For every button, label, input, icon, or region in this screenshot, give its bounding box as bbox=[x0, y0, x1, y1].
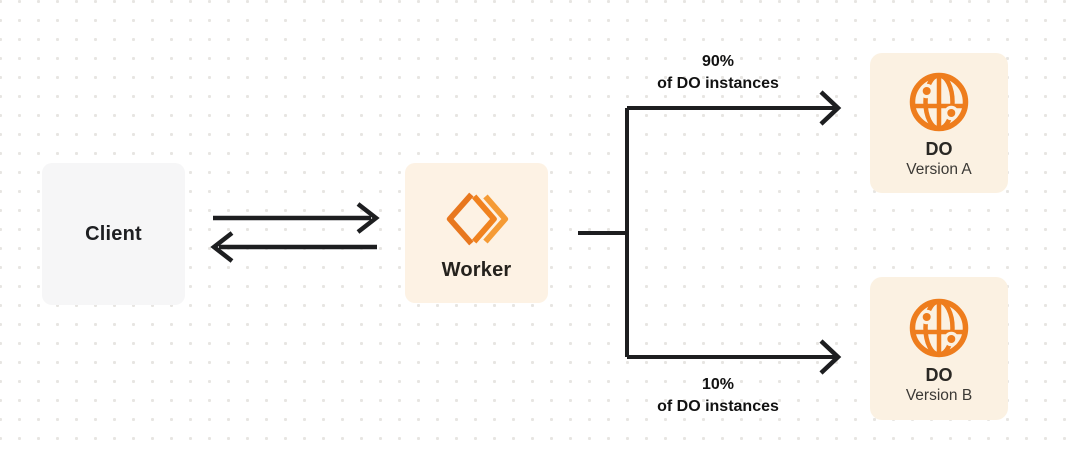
client-node: Client bbox=[42, 163, 185, 305]
do-b-subtitle: Version B bbox=[905, 386, 973, 404]
do-b-title: DO bbox=[925, 364, 953, 385]
arrow-left-icon bbox=[210, 231, 377, 263]
edge-label-10-percent: 10% of DO instances bbox=[618, 374, 818, 418]
client-label: Client bbox=[85, 222, 142, 245]
client-worker-arrows bbox=[210, 202, 380, 263]
do-a-title: DO bbox=[925, 139, 953, 159]
arrowhead-top-icon bbox=[819, 90, 842, 126]
arrow-right-icon bbox=[213, 202, 380, 234]
branch-connector bbox=[578, 90, 842, 375]
workers-logo-icon bbox=[446, 192, 508, 246]
percent-caption: of DO instances bbox=[657, 398, 779, 415]
globe-icon bbox=[909, 298, 969, 357]
arrowhead-bottom-icon bbox=[819, 339, 842, 375]
percent-value: 90% bbox=[701, 53, 735, 70]
percent-caption: of DO instances bbox=[657, 75, 779, 92]
do-a-subtitle: Version A bbox=[906, 161, 972, 178]
worker-label: Worker bbox=[441, 259, 512, 281]
edge-label-90-percent: 90% of DO instances bbox=[618, 51, 818, 95]
percent-value: 10% bbox=[701, 376, 735, 393]
do-version-b-node: DO Version B bbox=[870, 277, 1008, 420]
globe-icon bbox=[909, 72, 969, 132]
do-version-a-node: DO Version A bbox=[870, 53, 1008, 193]
worker-node: Worker bbox=[405, 163, 548, 303]
